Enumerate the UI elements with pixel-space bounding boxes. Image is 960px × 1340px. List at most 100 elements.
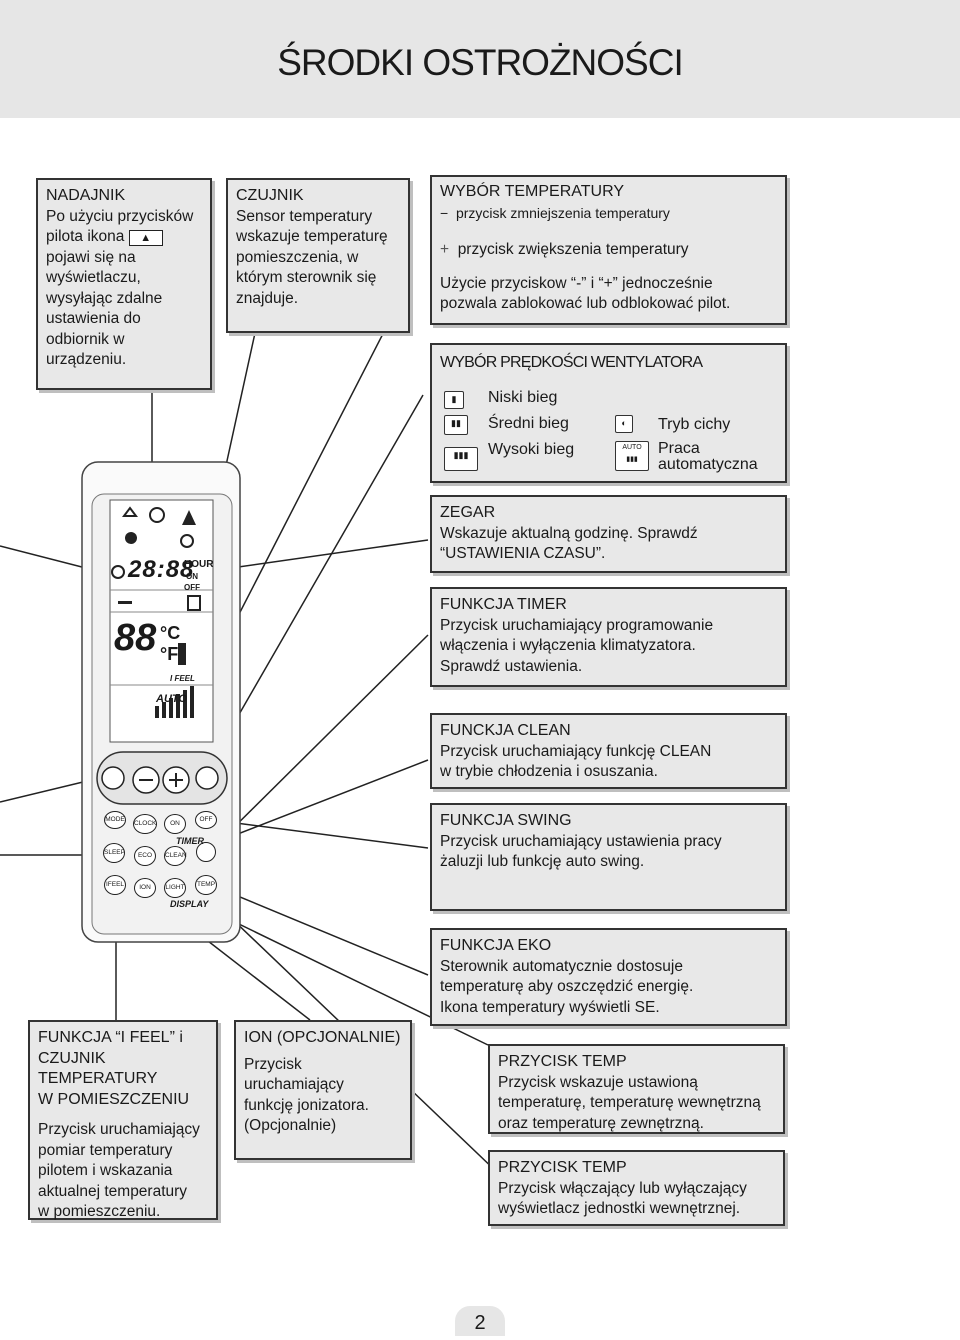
fan-low-icon: ▮: [444, 391, 464, 409]
nadajnik-heading: NADAJNIK: [46, 187, 126, 204]
plus-icon: +: [440, 241, 450, 258]
temp2-line: Przycisk włączający lub wyłączający: [498, 1179, 747, 1197]
remote-fahrenheit: °F: [160, 644, 179, 664]
ion-line: funkcję jonizatora.: [244, 1096, 369, 1114]
temperatura-minus: przycisk zmniejszenia temperatury: [455, 204, 670, 221]
display-label: DISPLAY: [170, 899, 209, 909]
ifeel-line: pomiar temperatury: [38, 1141, 173, 1159]
ifeel-heading-line: FUNKCJA “I FEEL” i: [38, 1029, 183, 1046]
zegar-heading: ZEGAR: [440, 504, 496, 521]
page-title: ŚRODKI OSTROŻNOŚCI: [277, 42, 683, 83]
nadajnik-line: urządzeniu.: [46, 351, 127, 368]
temperatura-heading: WYBÓR TEMPERATURY: [440, 183, 625, 200]
remote-celsius: °C: [160, 623, 181, 643]
temp1-heading: PRZYCISK TEMP: [498, 1053, 627, 1070]
temperatura-line: Użycie przyciskow “-” i “+” jednocześnie: [440, 274, 713, 292]
ifeel-heading-line: W POMIESZCZENIU: [38, 1090, 190, 1108]
timer-label: TIMER: [176, 836, 204, 846]
swing-line: żaluzji lub funkcję auto swing.: [440, 853, 645, 870]
ifeel-button[interactable]: IFEEL: [104, 875, 126, 895]
auto-mode-label-1: Praca: [658, 440, 700, 457]
eco-button[interactable]: ECO: [134, 846, 156, 866]
remote-auto: AUTO: [156, 693, 187, 705]
clean-line: w trybie chłodzenia i osuszania.: [440, 763, 658, 780]
box-ifeel: FUNKCJA “I FEEL” i CZUJNIK TEMPERATURY W…: [28, 1020, 218, 1220]
temp1-line: Przycisk wskazuje ustawioną: [498, 1073, 698, 1091]
ifeel-line: aktualnej temperatury: [38, 1182, 188, 1200]
czujnik-line: którym sterownik się: [236, 269, 377, 286]
nadajnik-line: Po użyciu przycisków: [46, 207, 194, 225]
off-button[interactable]: OFF: [195, 811, 217, 829]
ifeel-line: Przycisk uruchamiający: [38, 1121, 200, 1138]
box-nadajnik: NADAJNIK Po użyciu przycisków pilota iko…: [36, 178, 212, 390]
eko-heading: FUNKCJA EKO: [440, 937, 552, 954]
temp1-line: temperaturę, temperaturę wewnętrzną: [498, 1094, 761, 1111]
ion-heading: ION (OPCJONALNIE): [244, 1029, 401, 1046]
czujnik-line: pomieszczenia, w: [236, 248, 359, 266]
light-button[interactable]: LIGHT: [164, 878, 186, 898]
ion-button[interactable]: ION: [134, 878, 156, 898]
temperatura-plus: przycisk zwiększenia temperatury: [457, 241, 689, 258]
clock-button[interactable]: CLOCK: [133, 814, 157, 834]
ion-line: Przycisk: [244, 1055, 302, 1073]
nadajnik-line: pilota ikona: [46, 228, 125, 245]
fan-high-icon: ▮▮▮: [444, 447, 478, 471]
temp2-heading: PRZYCISK TEMP: [498, 1159, 627, 1176]
czujnik-line: wskazuje temperaturę: [236, 228, 388, 245]
box-timer: FUNKCJA TIMER Przycisk uruchamiający pro…: [430, 587, 787, 687]
quiet-mode-label: Tryb cichy: [658, 416, 731, 433]
fan-medium-label: Średni bieg: [488, 415, 569, 432]
fan-medium-icon: ▮▮: [444, 415, 468, 435]
clean-heading: FUNCKJA CLEAN: [440, 722, 571, 739]
timer-line: Sprawdź ustawienia.: [440, 657, 583, 675]
ion-line: uruchamiający: [244, 1076, 344, 1093]
ifeel-line: pilotem i wskazania: [38, 1162, 173, 1179]
eko-line: Ikona temperatury wyświetli SE.: [440, 998, 660, 1016]
swing-button[interactable]: [196, 842, 216, 862]
auto-fan-icon-label: AUTO: [622, 444, 642, 451]
transmit-icon: ▲: [128, 230, 163, 246]
zegar-line: Wskazuje aktualną godzinę. Sprawdź: [440, 524, 698, 542]
quiet-mode-icon: ◐: [615, 415, 633, 433]
wentylator-heading: WYBÓR PRĘDKOŚCI WENTYLATORA: [440, 354, 703, 371]
auto-mode-label-2: automatyczna: [658, 456, 758, 473]
nadajnik-line: wysyłając zdalne: [46, 289, 163, 307]
minus-icon: −: [440, 204, 449, 221]
header-band: [0, 0, 960, 118]
czujnik-line: Sensor temperatury: [236, 207, 373, 225]
temp2-line: wyświetlacz jednostki wewnętrznej.: [498, 1200, 741, 1217]
clean-button[interactable]: CLEAN: [164, 846, 187, 866]
fan-high-label: Wysoki bieg: [488, 441, 575, 458]
remote-on: ON: [186, 572, 198, 581]
mode-button[interactable]: MODE: [104, 811, 126, 829]
box-wentylator: WYBÓR PRĘDKOŚCI WENTYLATORA ▮ ▮▮ ▮▮▮ Nis…: [430, 343, 787, 483]
swing-line: Przycisk uruchamiający ustawienia pracy: [440, 832, 722, 850]
nadajnik-line: pojawi się na: [46, 248, 136, 266]
nadajnik-line: wyświetlaczu,: [46, 269, 141, 286]
temp1-line: oraz temperaturę zewnętrzną.: [498, 1114, 704, 1132]
ifeel-heading-line: CZUJNIK TEMPERATURY: [38, 1049, 158, 1088]
remote-clock: 28:88: [128, 556, 195, 583]
temp-button[interactable]: TEMP: [195, 875, 217, 895]
remote-temp: 88: [114, 617, 157, 659]
box-zegar: ZEGAR Wskazuje aktualną godzinę. Sprawdź…: [430, 495, 787, 573]
box-temperatura: WYBÓR TEMPERATURY − przycisk zmniejszeni…: [430, 175, 787, 325]
box-temp-1: PRZYCISK TEMP Przycisk wskazuje ustawion…: [488, 1044, 785, 1134]
zegar-line: “USTAWIENIA CZASU”.: [440, 545, 606, 562]
fan-low-label: Niski bieg: [488, 389, 558, 406]
box-ion: ION (OPCJONALNIE) Przycisk uruchamiający…: [234, 1020, 412, 1160]
timer-line: włączenia i wyłączenia klimatyzatora.: [440, 637, 696, 654]
box-eko: FUNKCJA EKO Sterownik automatycznie dost…: [430, 928, 787, 1026]
box-clean: FUNCKJA CLEAN Przycisk uruchamiający fun…: [430, 713, 787, 789]
swing-heading: FUNKCJA SWING: [440, 812, 572, 829]
remote-ifeel: I FEEL: [170, 674, 195, 683]
box-czujnik: CZUJNIK Sensor temperatury wskazuje temp…: [226, 178, 410, 333]
czujnik-line: znajduje.: [236, 289, 299, 307]
sleep-button[interactable]: SLEEP: [103, 843, 125, 863]
box-swing: FUNKCJA SWING Przycisk uruchamiający ust…: [430, 803, 787, 911]
on-button[interactable]: ON: [164, 814, 186, 834]
czujnik-heading: CZUJNIK: [236, 187, 304, 204]
timer-line: Przycisk uruchamiający programowanie: [440, 616, 714, 634]
page-number: 2: [455, 1306, 505, 1336]
timer-heading: FUNKCJA TIMER: [440, 596, 567, 613]
